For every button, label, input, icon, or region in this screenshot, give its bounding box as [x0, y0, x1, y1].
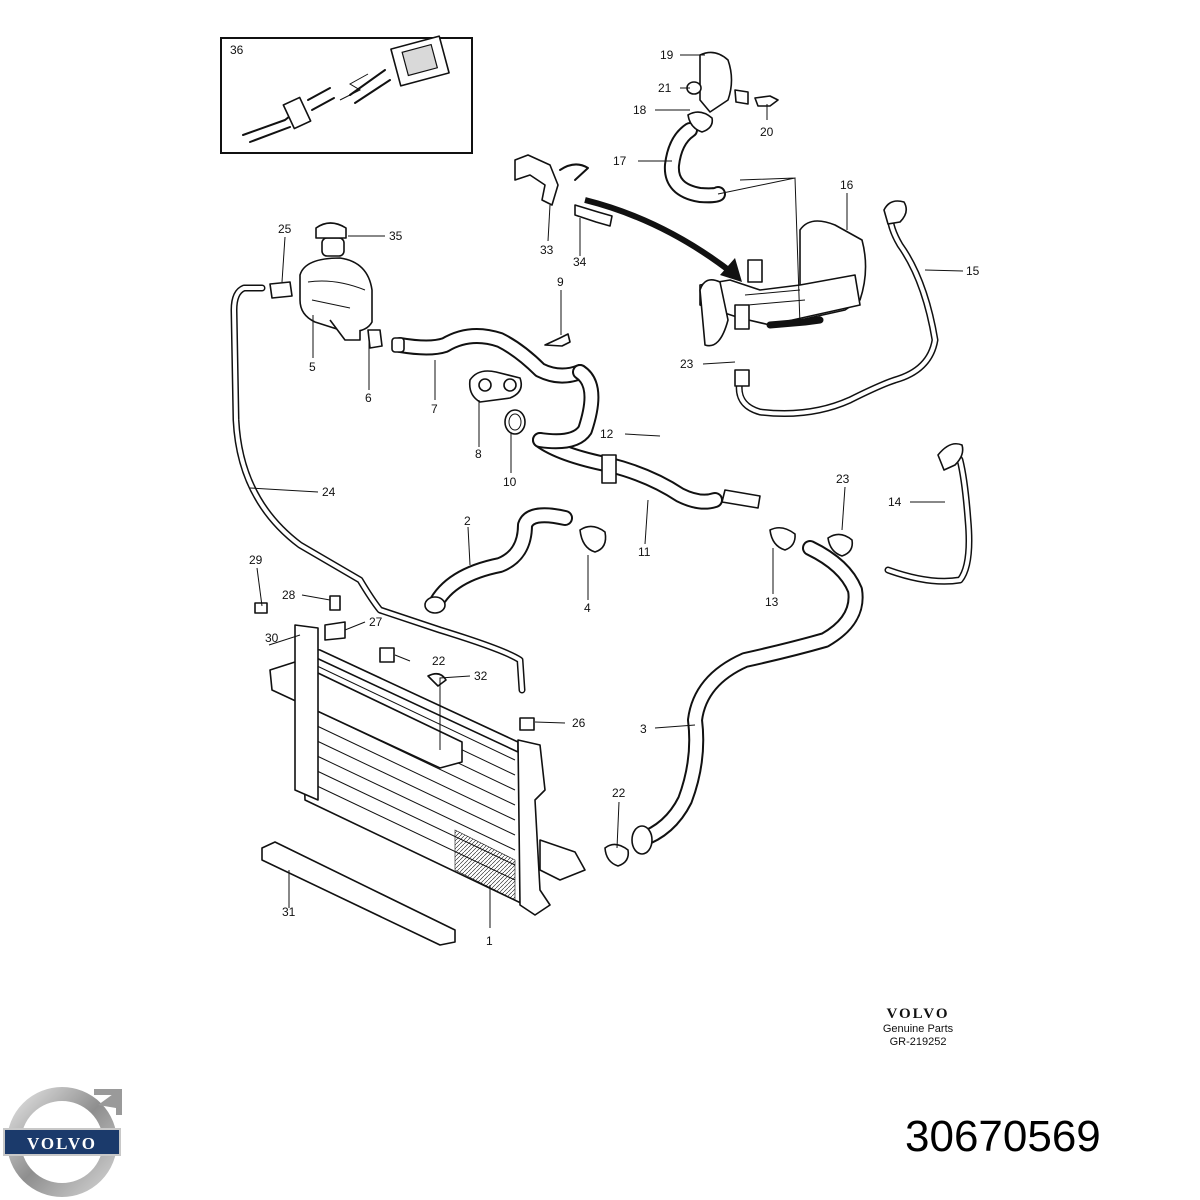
inset-sensor-36 [220, 35, 473, 154]
hose-24 [230, 284, 526, 694]
hose-17 [663, 51, 779, 204]
hose-15 [734, 200, 939, 417]
hose-7 [367, 328, 588, 384]
callout-32: 32 [474, 669, 488, 683]
hose-3 [604, 540, 864, 867]
direction-arrow [584, 197, 742, 282]
callout-19: 19 [660, 48, 674, 62]
gaskets [468, 333, 571, 435]
callout-3: 3 [640, 722, 647, 736]
callout-13: 13 [765, 595, 779, 609]
callout-25: 25 [278, 222, 292, 236]
callout-9: 9 [557, 275, 564, 289]
callout-12: 12 [600, 427, 614, 441]
callout-28: 28 [282, 588, 296, 602]
callout-24: 24 [322, 485, 336, 499]
hose-14 [884, 442, 973, 585]
volvo-logo-icon: VOLVO [3, 1087, 122, 1197]
callout-16: 16 [840, 178, 854, 192]
expansion-tank [269, 222, 373, 341]
callout-31: 31 [282, 905, 296, 919]
callout-29: 29 [249, 553, 263, 567]
callout-34: 34 [573, 255, 587, 269]
callout-11: 11 [638, 545, 651, 559]
clamps-13-23 [769, 526, 854, 557]
part-number: 30670569 [905, 1112, 1101, 1161]
callout-14: 14 [888, 495, 902, 509]
radiator-1 [254, 595, 586, 916]
leader-lines [249, 54, 964, 928]
callout-20: 20 [760, 125, 774, 139]
strip-31 [261, 841, 456, 946]
callout-10: 10 [503, 475, 517, 489]
egr-cooler-16 [699, 220, 867, 347]
bracket-33 [514, 154, 613, 227]
genuine-parts-block: VOLVO Genuine Parts GR-219252 [848, 1006, 988, 1049]
diagram-reference: GR-219252 [889, 1036, 947, 1048]
callout-36: 36 [230, 43, 244, 57]
logo-wordmark: VOLVO [27, 1134, 97, 1153]
callout-23a: 23 [680, 357, 694, 371]
callout-8: 8 [475, 447, 482, 461]
callout-22a: 22 [432, 654, 446, 668]
brand-subtitle: Genuine Parts [882, 1023, 954, 1035]
hose-2 [424, 507, 607, 614]
callout-15: 15 [966, 264, 980, 278]
callout-4: 4 [584, 601, 591, 615]
callout-22b: 22 [612, 786, 626, 800]
callout-18: 18 [633, 103, 647, 117]
callout-6: 6 [365, 391, 372, 405]
brand-name: VOLVO [886, 1006, 950, 1022]
callout-17: 17 [613, 154, 627, 168]
callout-35: 35 [389, 229, 403, 243]
callout-26: 26 [572, 716, 586, 730]
callout-27: 27 [369, 615, 383, 629]
callout-1: 1 [486, 934, 493, 948]
callout-5: 5 [309, 360, 316, 374]
callout-30: 30 [265, 631, 279, 645]
callouts: 1 2 3 4 5 6 7 8 9 10 11 12 13 14 15 16 1… [230, 43, 980, 948]
callout-2: 2 [464, 514, 471, 528]
callout-23b: 23 [836, 472, 850, 486]
callout-21: 21 [658, 81, 672, 95]
callout-7: 7 [431, 402, 438, 416]
callout-33: 33 [540, 243, 554, 257]
pipe-11 [532, 364, 761, 510]
